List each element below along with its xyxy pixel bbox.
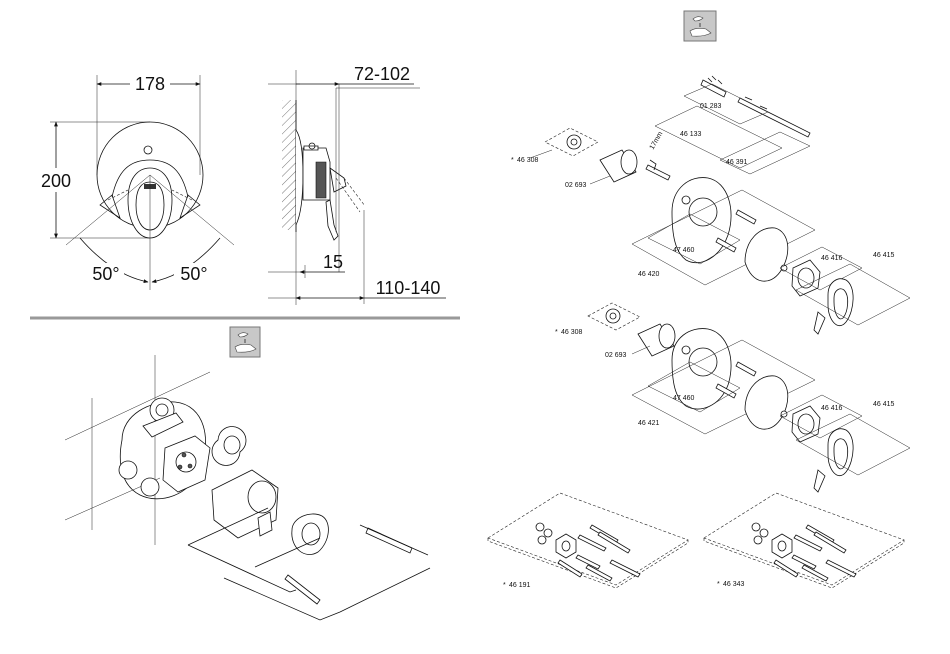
label-asterisk-3: * <box>503 582 506 589</box>
label-stop-cap: 46 308 <box>517 157 539 164</box>
dim-depth: 72-102 <box>354 64 410 84</box>
label-set: 46 420 <box>638 271 660 278</box>
exploded-kit-lower: * 46 308 02 693 47 460 46 421 46 416 46 … <box>555 303 910 492</box>
exploded-kit-upper: 01 283 46 133 46 391 17mm * 46 308 02 69… <box>511 76 910 334</box>
front-view: 178 200 50° 50° <box>36 72 234 290</box>
dim-offset: 15 <box>323 252 343 272</box>
label-sleeve: 02 693 <box>565 182 587 189</box>
side-view: 72-102 15 110-140 <box>268 64 446 305</box>
label-box-left: 46 191 <box>509 582 531 589</box>
hand-washing-icon <box>684 11 716 41</box>
label-spindle: 46 133 <box>680 131 702 138</box>
label-extension: 46 391 <box>726 159 748 166</box>
label-escutcheon-lower: 47 460 <box>673 395 695 402</box>
dim-width: 178 <box>135 74 165 94</box>
label-handle-insert-lower: 46 416 <box>821 405 843 412</box>
label-asterisk-2: * <box>555 329 558 336</box>
hand-washing-icon <box>230 327 260 357</box>
label-sleeve-lower: 02 693 <box>605 352 627 359</box>
service-box-left: * 46 191 <box>488 493 688 589</box>
label-lever-lower: 46 415 <box>873 401 895 408</box>
label-tool-size: 17mm <box>649 131 665 151</box>
installation-drawing <box>65 355 430 620</box>
label-asterisk-1: * <box>511 157 514 164</box>
label-asterisk-4: * <box>717 581 720 588</box>
label-box-right: 46 343 <box>723 581 745 588</box>
label-lever: 46 415 <box>873 252 895 259</box>
dim-height: 200 <box>41 171 71 191</box>
label-set-lower: 46 421 <box>638 420 660 427</box>
dim-angle-right: 50° <box>180 264 207 284</box>
dim-wall: 110-140 <box>376 278 441 298</box>
label-stop-cap-lower: 46 308 <box>561 329 583 336</box>
dim-angle-left: 50° <box>92 264 119 284</box>
service-box-right: * 46 343 <box>704 493 904 588</box>
label-escutcheon: 47 460 <box>673 247 695 254</box>
